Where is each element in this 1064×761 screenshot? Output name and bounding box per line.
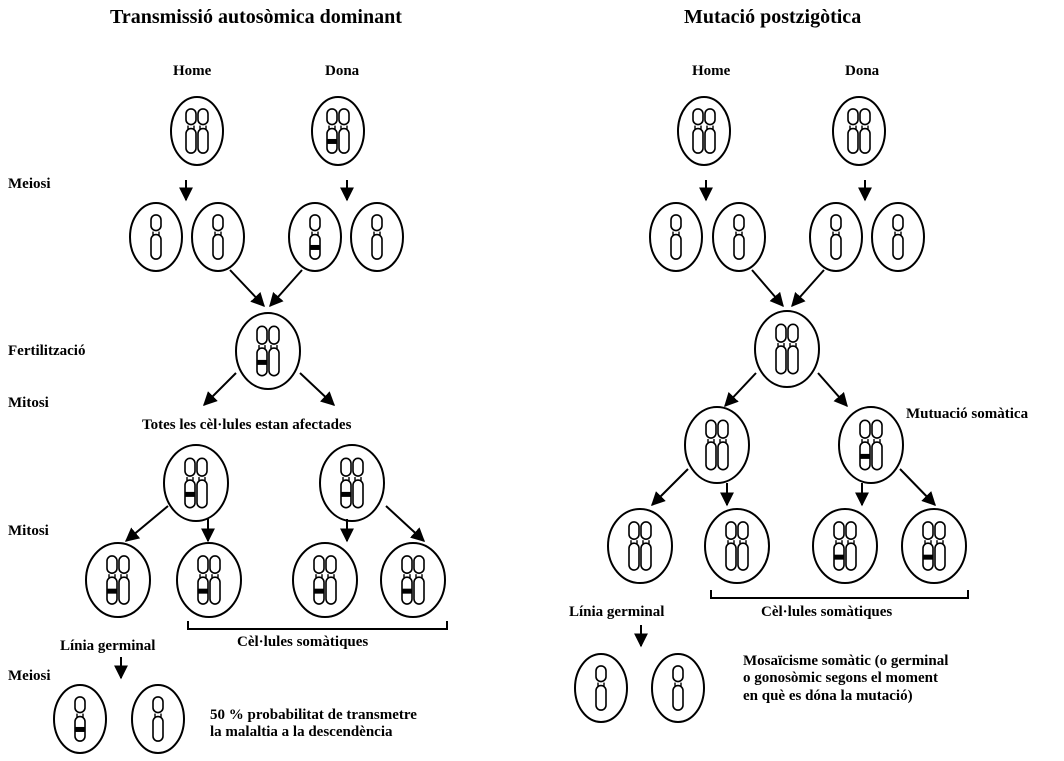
left-fertilization-arrow-1: [229, 269, 265, 308]
right-germline-cell: [607, 508, 673, 584]
right-daughter-cell-2: [838, 406, 904, 484]
right-somatic-bracket: [710, 590, 969, 599]
left-somatic-bracket: [187, 621, 448, 630]
left-mitosis2-arrow-4: [385, 505, 426, 542]
left-parent-male-cell: [170, 96, 224, 166]
left-germline-cell: [85, 542, 151, 618]
left-parent-female-cell: [311, 96, 365, 166]
left-gamete-male-1: [129, 202, 183, 272]
left-gamete-male-2: [191, 202, 245, 272]
somatic-mutation-label: Mutuació somàtica: [906, 406, 1029, 422]
left-title: Transmissió autosòmica dominant: [110, 6, 402, 28]
left-fertilization-label: Fertilització: [8, 343, 86, 359]
right-daughter-cell-1: [684, 406, 750, 484]
left-germline-gamete-1: [53, 684, 107, 754]
left-germline-gamete-2: [131, 684, 185, 754]
right-fertilization-arrow-2: [791, 269, 825, 308]
left-female-label: Dona: [325, 63, 360, 79]
left-gamete-female-2: [350, 202, 404, 272]
left-mitosis-arrow-2: [299, 372, 336, 406]
left-somatic-cell-3: [380, 542, 446, 618]
right-germline-gamete-1: [574, 653, 628, 723]
right-mitosis2-arrow-1: [651, 468, 689, 506]
right-title: Mutació postzigòtica: [684, 6, 862, 28]
right-parent-male-cell: [677, 96, 731, 166]
left-zygote-cell: [235, 312, 301, 390]
right-gamete-female-2: [871, 202, 925, 272]
left-mitosis2-arrow-1: [124, 505, 169, 542]
right-gamete-male-2: [712, 202, 766, 272]
right-somatic-cell-3: [901, 508, 967, 584]
left-somatic-cell-2: [292, 542, 358, 618]
left-fertilization-arrow-2: [269, 269, 303, 308]
left-mitosis2-label: Mitosi: [8, 523, 49, 539]
left-meiosis2-label: Meiosi: [8, 668, 51, 684]
right-male-label: Home: [692, 63, 731, 79]
right-gamete-female-1: [809, 202, 863, 272]
left-daughter-cell-2: [319, 444, 385, 522]
right-female-label: Dona: [845, 63, 880, 79]
left-mitosis-label: Mitosi: [8, 395, 49, 411]
left-germline-label: Línia germinal: [60, 638, 156, 654]
transmission-probability-text: 50 % probabilitat de transmetre la malal…: [210, 707, 417, 741]
right-germline-label: Línia germinal: [569, 604, 665, 620]
right-germline-gamete-2: [651, 653, 705, 723]
right-parent-female-cell: [832, 96, 886, 166]
right-mitosis-arrow-1: [724, 372, 757, 408]
left-meiosis-label: Meiosi: [8, 176, 51, 192]
right-somatic-cell-2: [812, 508, 878, 584]
right-zygote-cell: [754, 310, 820, 388]
right-somatic-cell-1: [704, 508, 770, 584]
left-male-label: Home: [173, 63, 212, 79]
right-gamete-male-1: [649, 202, 703, 272]
left-gamete-female-1: [288, 202, 342, 272]
right-mitosis-arrow-2: [817, 372, 848, 408]
right-mitosis2-arrow-4: [899, 468, 936, 507]
mosaicism-text: Mosaïcisme somàtic (o germinal o gonosòm…: [743, 653, 949, 704]
left-somatic-cell-1: [176, 542, 242, 618]
left-daughter-cell-1: [163, 444, 229, 522]
right-fertilization-arrow-1: [751, 269, 784, 308]
right-somatic-cells-label: Cèl·lules somàtiques: [761, 604, 893, 620]
all-cells-affected-label: Totes les cèl·lules estan afectades: [142, 417, 352, 433]
left-mitosis-arrow-1: [203, 372, 237, 406]
left-somatic-cells-label: Cèl·lules somàtiques: [237, 634, 369, 650]
